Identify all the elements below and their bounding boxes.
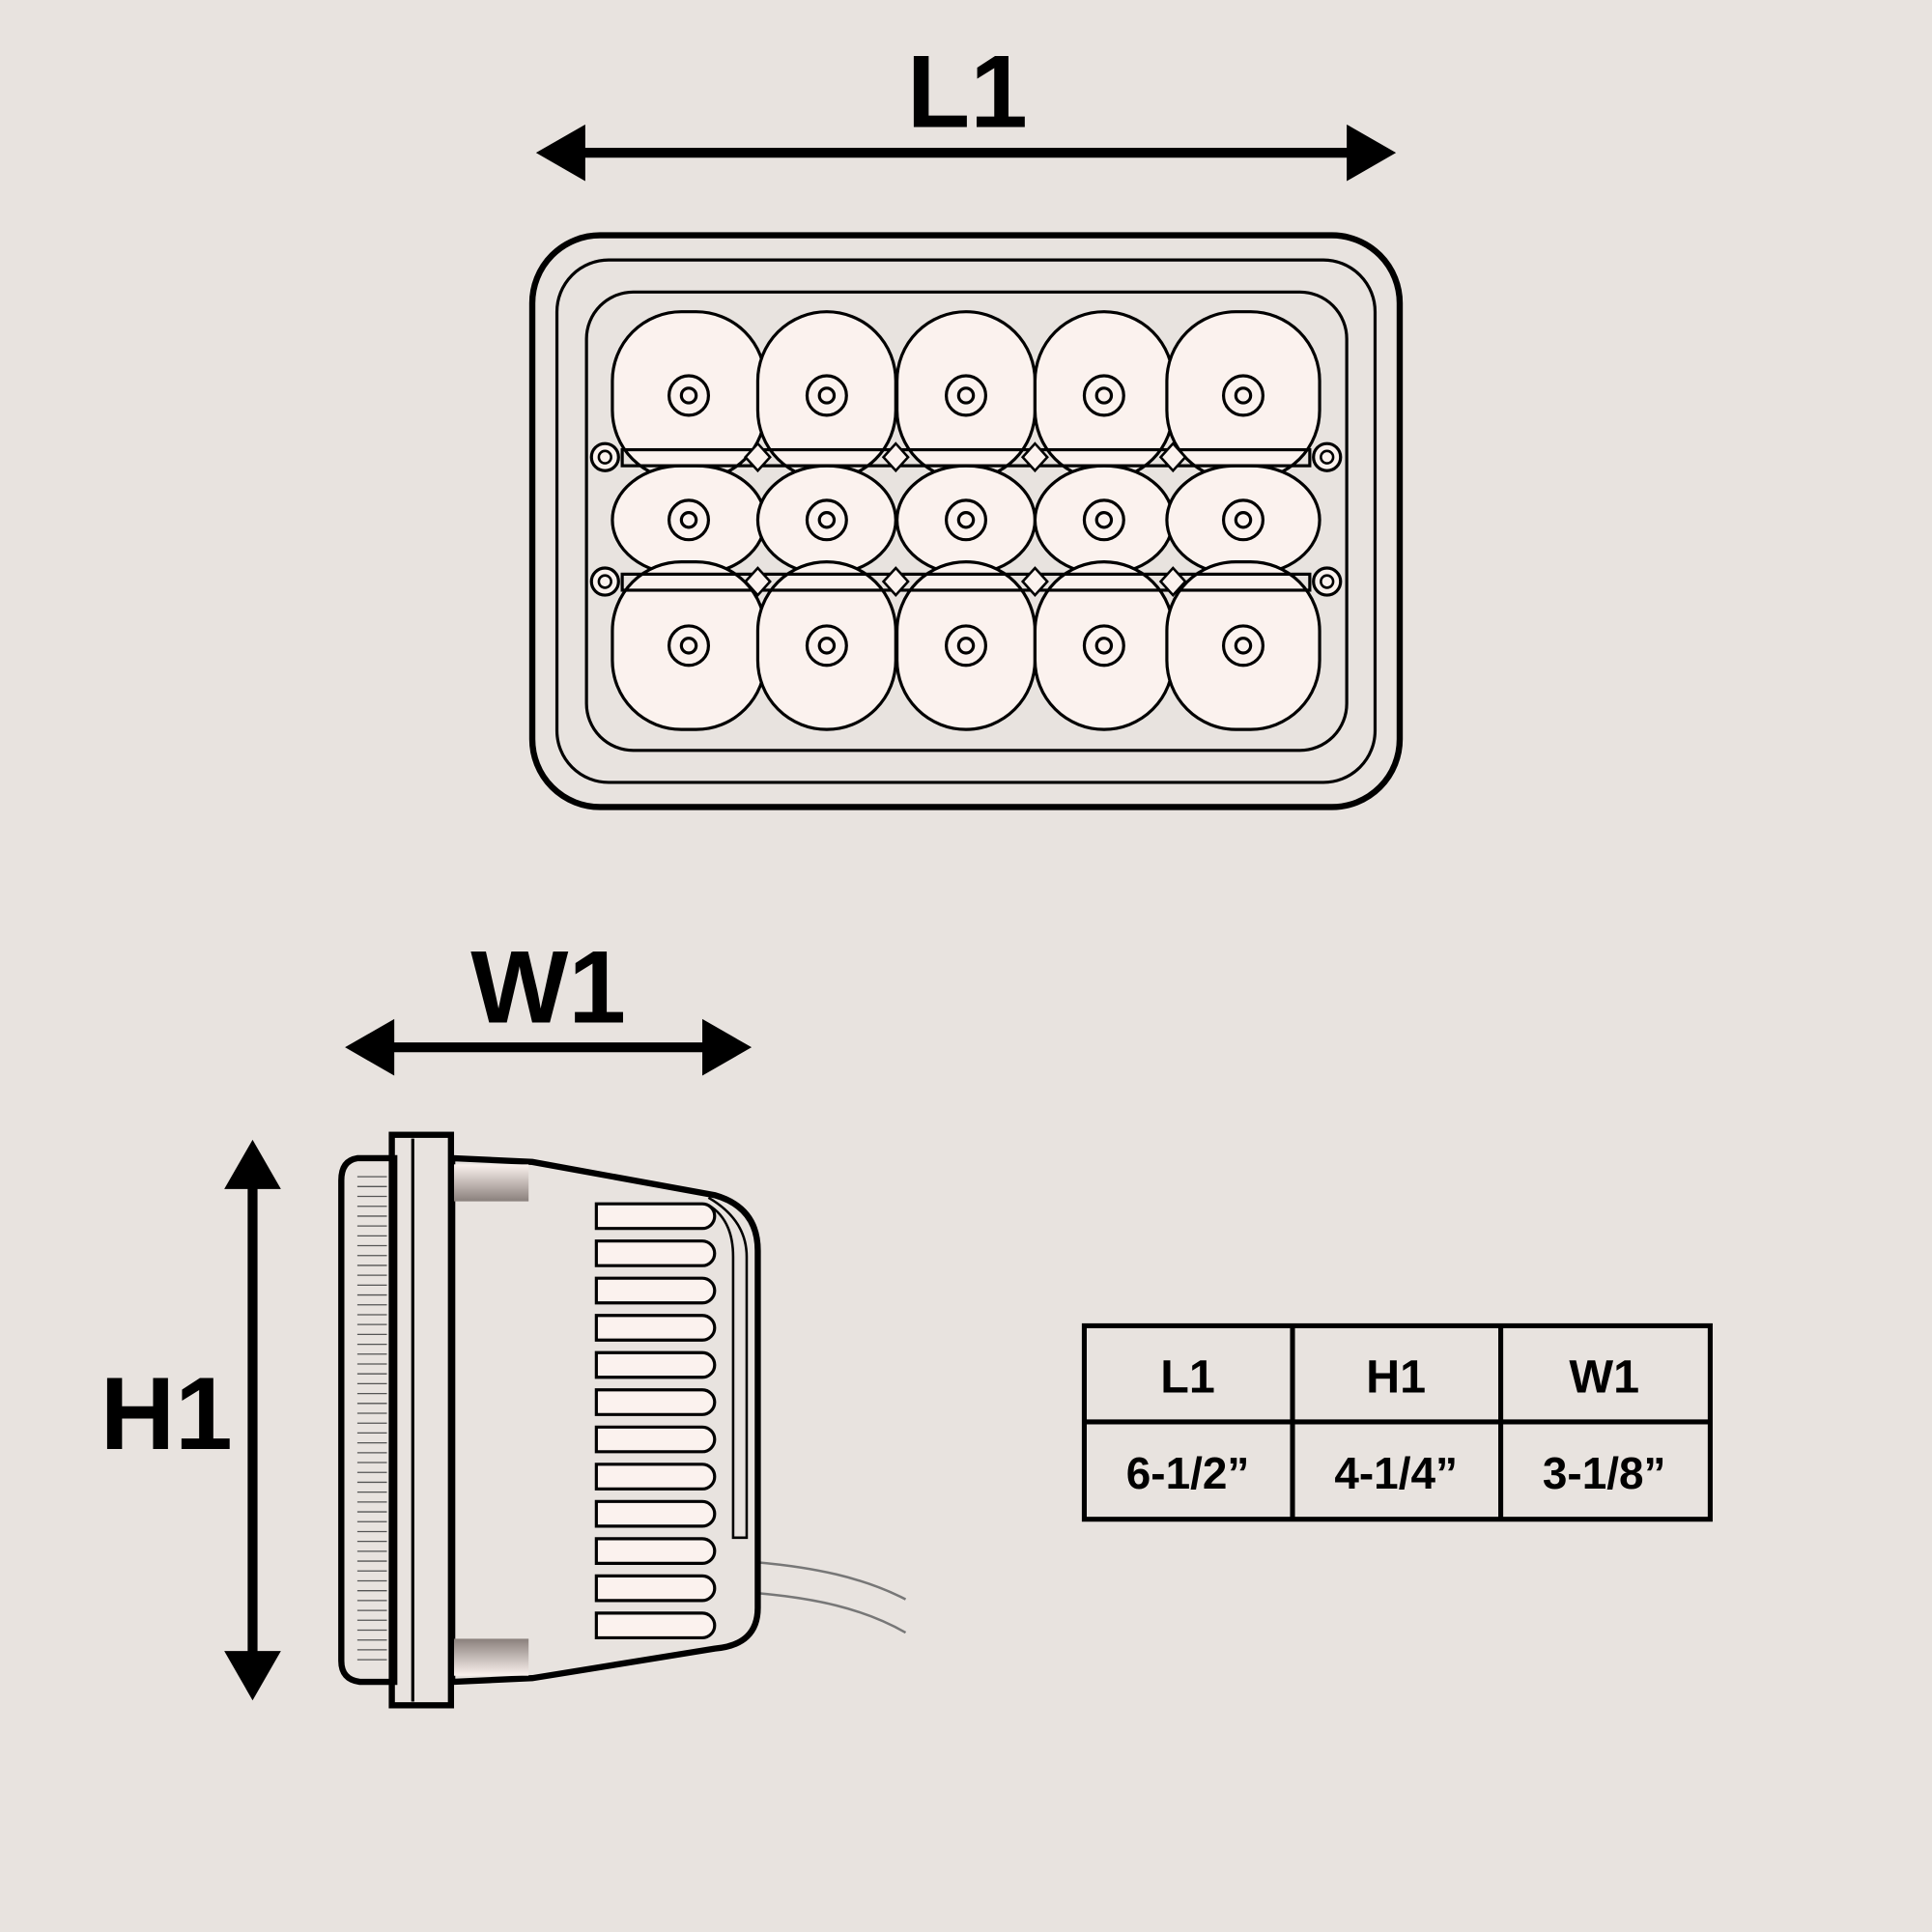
led-lens xyxy=(755,560,897,731)
outer-housing xyxy=(528,232,1404,810)
mount-bracket-top xyxy=(452,1164,529,1202)
led-emitter-icon xyxy=(1082,498,1125,542)
mounting-flange xyxy=(388,1131,455,1709)
cooling-fin xyxy=(594,1537,717,1565)
arrowhead-right-icon xyxy=(1347,124,1397,182)
height-dimension: H1 xyxy=(100,1139,281,1701)
cooling-fin xyxy=(594,1499,717,1528)
table-header-l1: L1 xyxy=(1160,1350,1215,1403)
table-value-w1: 3-1/8” xyxy=(1543,1448,1666,1498)
led-emitter-icon xyxy=(668,624,711,668)
clip-icon xyxy=(1158,566,1187,597)
led-lens xyxy=(1033,464,1175,576)
clip-icon xyxy=(881,441,910,473)
screw-icon xyxy=(589,566,620,597)
length-dimension: L1 xyxy=(535,33,1397,182)
inner-bezel xyxy=(554,258,1378,784)
width-label: W1 xyxy=(470,929,626,1045)
cooling-fin xyxy=(594,1239,717,1267)
cooling-fin xyxy=(594,1276,717,1305)
led-emitter-icon xyxy=(944,624,988,668)
led-lens xyxy=(895,560,1037,731)
cooling-fin xyxy=(594,1425,717,1454)
led-lens xyxy=(611,310,767,481)
led-lens xyxy=(1165,464,1321,576)
screw-icon xyxy=(1312,566,1343,597)
led-emitter-icon xyxy=(668,498,711,542)
clip-icon xyxy=(1158,441,1187,473)
arrowhead-down-icon xyxy=(224,1651,281,1701)
led-emitter-icon xyxy=(944,374,988,417)
screws xyxy=(589,441,1343,597)
divider-bar xyxy=(620,572,1312,592)
led-emitter-icon xyxy=(1221,498,1264,542)
arrowhead-left-icon xyxy=(535,124,585,182)
led-grid xyxy=(611,310,1321,731)
side-view xyxy=(338,1131,907,1709)
clip-icon xyxy=(1020,566,1049,597)
led-emitter-icon xyxy=(805,624,848,668)
power-cable xyxy=(757,1561,907,1634)
led-emitter-icon xyxy=(805,498,848,542)
led-lens xyxy=(1165,560,1321,731)
led-lens xyxy=(1033,310,1175,481)
screw-icon xyxy=(589,441,620,472)
table-header-h1: H1 xyxy=(1366,1350,1426,1403)
height-label: H1 xyxy=(100,1355,233,1471)
led-lens xyxy=(755,464,897,576)
led-lens xyxy=(895,464,1037,576)
front-view xyxy=(528,232,1404,810)
cooling-fin xyxy=(594,1574,717,1603)
clip-icon xyxy=(881,566,910,597)
led-lens xyxy=(611,560,767,731)
led-emitter-icon xyxy=(1082,624,1125,668)
led-emitter-icon xyxy=(944,498,988,542)
arrowhead-up-icon xyxy=(224,1139,281,1189)
led-lens xyxy=(1165,310,1321,481)
cooling-fins xyxy=(594,1202,717,1640)
arrowhead-left-icon xyxy=(345,1018,395,1076)
reflector-panel xyxy=(584,290,1349,753)
clip-icon xyxy=(743,566,772,597)
cooling-fin xyxy=(594,1314,717,1342)
divider-bar xyxy=(620,447,1312,468)
table-header-w1: W1 xyxy=(1569,1350,1639,1403)
cooling-fin xyxy=(594,1202,717,1231)
lens-bezel xyxy=(338,1154,398,1686)
led-lens xyxy=(1033,560,1175,731)
led-emitter-icon xyxy=(668,374,711,417)
led-lens xyxy=(755,310,897,481)
led-lens xyxy=(895,310,1037,481)
heatsink-body xyxy=(448,1154,761,1686)
led-emitter-icon xyxy=(1221,624,1264,668)
screw-icon xyxy=(1312,441,1343,472)
lens-ridges xyxy=(356,1176,387,1661)
arrowhead-right-icon xyxy=(702,1018,753,1076)
clip-icon xyxy=(743,441,772,473)
led-lens xyxy=(611,464,767,576)
table-value-h1: 4-1/4” xyxy=(1334,1448,1458,1498)
clip-icon xyxy=(1020,441,1049,473)
led-emitter-icon xyxy=(1221,374,1264,417)
mount-bracket-bottom xyxy=(452,1638,529,1676)
spec-table: L1 H1 W1 6-1/2” 4-1/4” 3-1/8” xyxy=(1081,1322,1713,1522)
cooling-fin xyxy=(594,1611,717,1640)
cooling-fin xyxy=(594,1463,717,1491)
led-emitter-icon xyxy=(805,374,848,417)
width-dimension: W1 xyxy=(345,929,753,1076)
cooling-fin xyxy=(594,1350,717,1379)
length-label: L1 xyxy=(907,33,1028,149)
led-emitter-icon xyxy=(1082,374,1125,417)
cooling-fin xyxy=(594,1388,717,1416)
table-value-l1: 6-1/2” xyxy=(1126,1448,1250,1498)
